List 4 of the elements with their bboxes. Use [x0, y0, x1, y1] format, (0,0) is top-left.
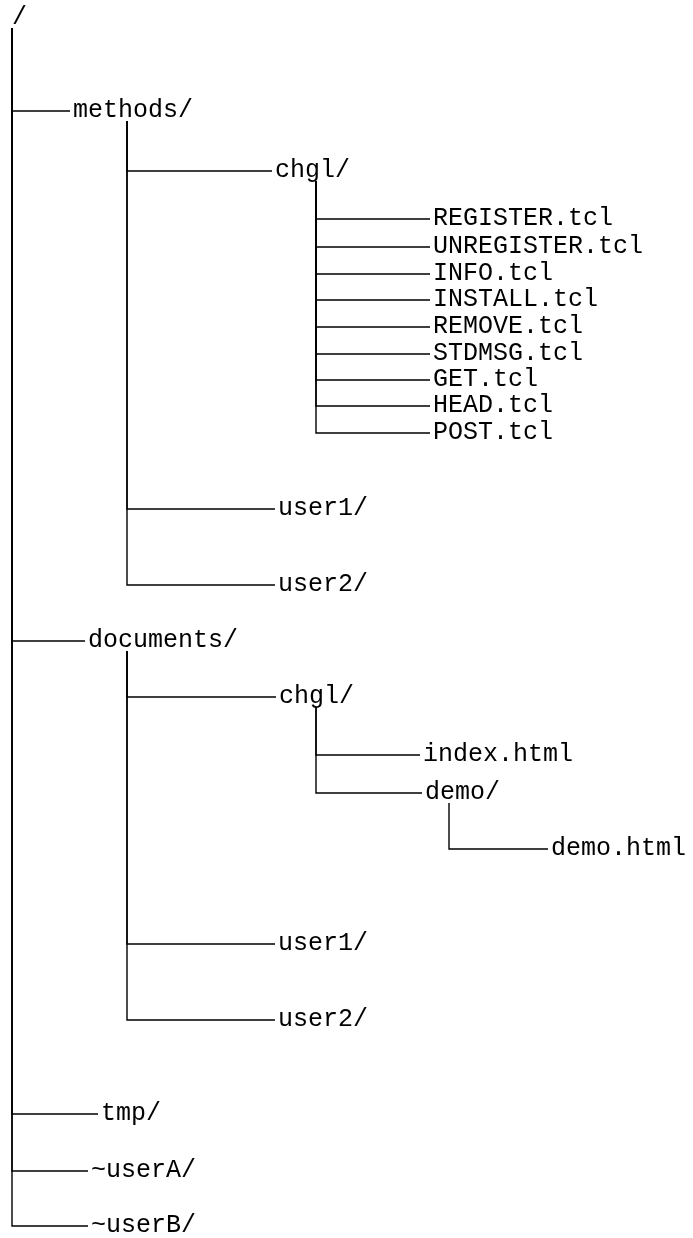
tree-line: [126, 650, 276, 1021]
tree-line: [315, 706, 423, 794]
tree-line: [126, 120, 276, 586]
tree-line: [448, 802, 549, 850]
